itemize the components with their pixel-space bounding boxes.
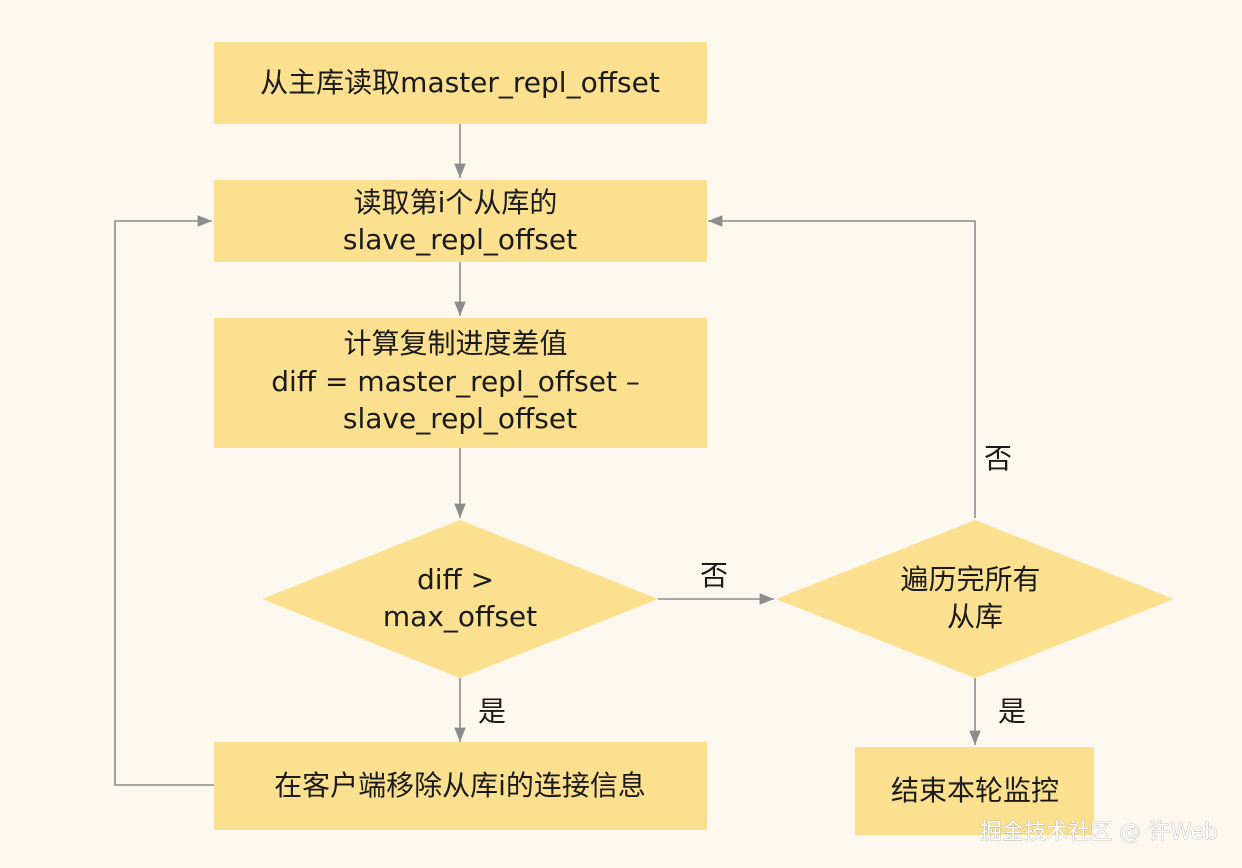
edge-label-diff-yes: 是 (478, 695, 506, 728)
node-remove-conn-label: 在客户端移除从库i的连接信息 (274, 769, 646, 802)
node-check-diff-label: diff > max_offset (383, 563, 537, 633)
node-read-master: 从主库读取master_repl_offset (214, 42, 707, 124)
edge-label-diff-no: 否 (700, 559, 728, 592)
node-calc-diff: 计算复制进度差值 diff = master_repl_offset – sla… (214, 318, 707, 448)
node-check-diff-line-1: diff > (417, 563, 494, 596)
node-check-all-line-1: 遍历完所有 (901, 563, 1041, 596)
node-check-all: 遍历完所有 从库 (776, 520, 1174, 678)
node-read-slave-label: 读取第i个从库的 slave_repl_offset (343, 186, 577, 256)
watermark-text: 掘金技术社区 @ 许Web (980, 820, 1218, 845)
node-end-monitor-box (855, 747, 1094, 835)
node-calc-diff-label: 计算复制进度差值 diff = master_repl_offset – sla… (271, 327, 649, 435)
edge-label-all-no: 否 (984, 442, 1012, 475)
node-check-all-diamond (776, 520, 1174, 678)
node-read-slave: 读取第i个从库的 slave_repl_offset (214, 180, 707, 262)
node-read-master-box (214, 42, 707, 124)
node-check-diff: diff > max_offset (262, 520, 658, 678)
node-check-all-line-2: 从库 (947, 600, 1003, 633)
node-calc-diff-line-1: 计算复制进度差值 (344, 327, 568, 360)
node-end-monitor: 结束本轮监控 (855, 747, 1094, 835)
node-read-master-line: 从主库读取master_repl_offset (260, 66, 660, 99)
node-calc-diff-line-2: diff = master_repl_offset – (271, 365, 640, 398)
node-calc-diff-box (214, 318, 707, 448)
edge-remove-loop-back (114, 215, 214, 786)
node-end-monitor-label: 结束本轮监控 (891, 774, 1059, 807)
node-read-slave-line-2: slave_repl_offset (343, 223, 577, 256)
node-remove-conn: 在客户端移除从库i的连接信息 (214, 742, 707, 830)
node-check-diff-line-2: max_offset (383, 600, 537, 633)
node-read-master-label: 从主库读取master_repl_offset (260, 66, 660, 99)
edge-all-no-loop-back (708, 215, 976, 518)
node-check-all-label: 遍历完所有 从库 (901, 563, 1050, 633)
node-end-monitor-line: 结束本轮监控 (891, 774, 1059, 807)
node-calc-diff-line-3: slave_repl_offset (343, 402, 577, 435)
node-read-slave-box (214, 180, 707, 262)
edge-label-all-yes: 是 (998, 695, 1026, 728)
node-check-diff-diamond (262, 520, 658, 678)
node-remove-conn-box (214, 742, 707, 830)
node-remove-conn-line: 在客户端移除从库i的连接信息 (274, 769, 646, 802)
node-read-slave-line-1: 读取第i个从库的 (354, 186, 558, 219)
